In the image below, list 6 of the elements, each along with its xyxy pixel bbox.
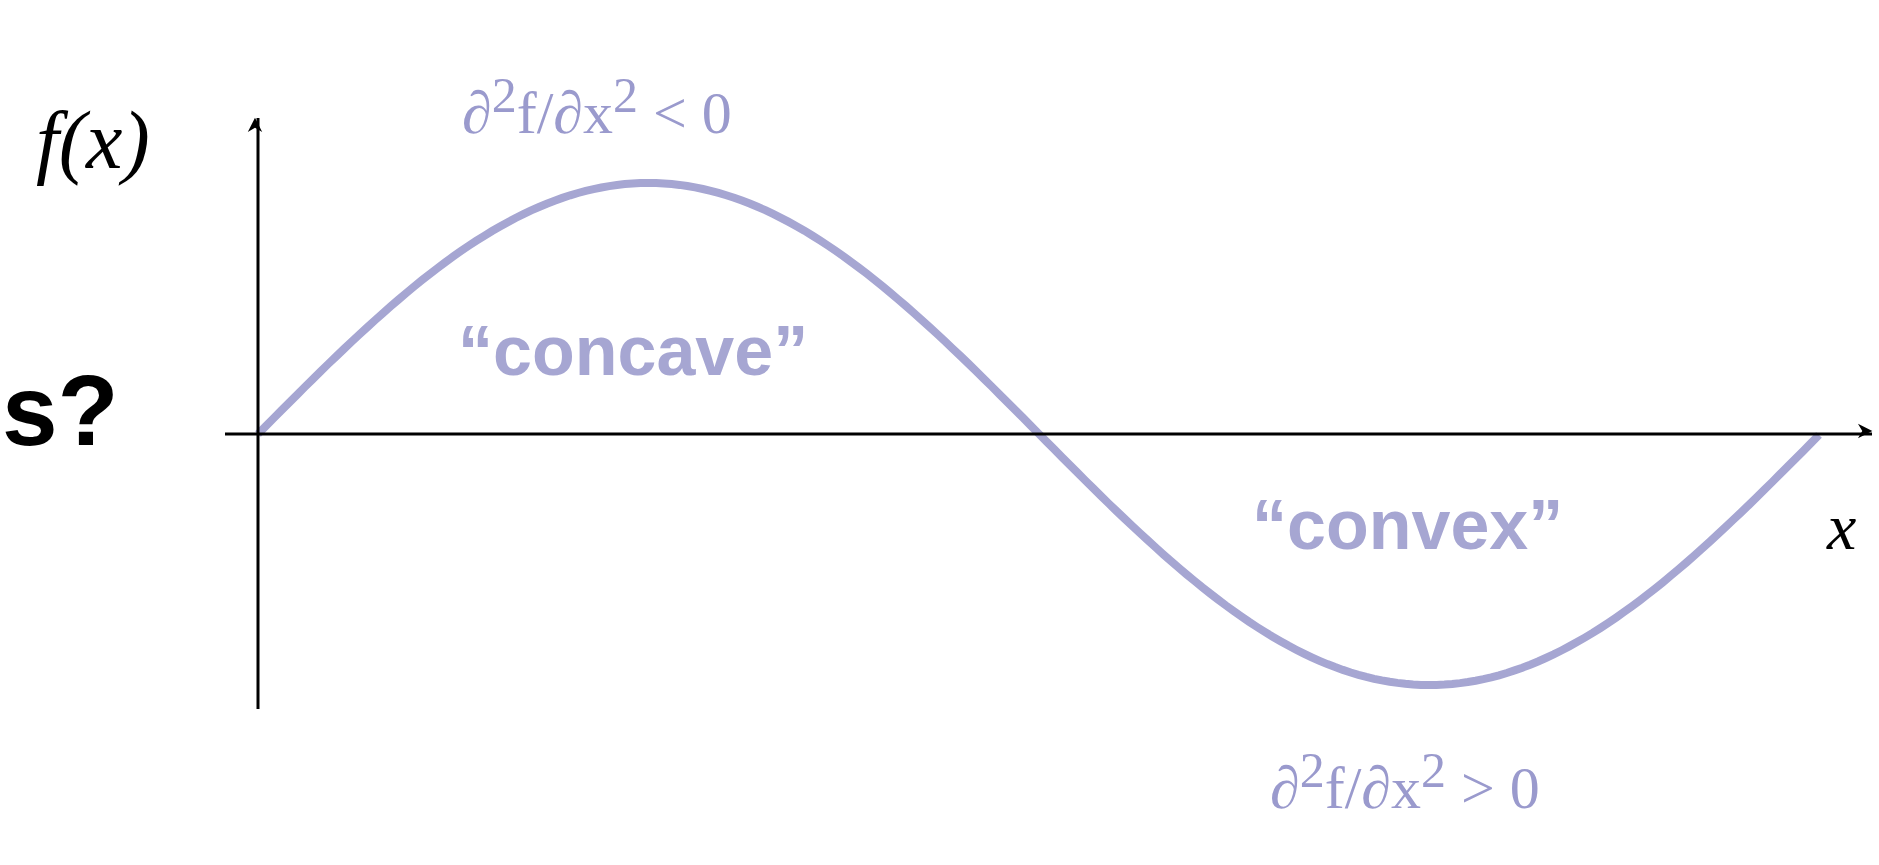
formula-label: ∂$^{2}$f/∂x$^{2}$ > 0 bbox=[1270, 745, 1540, 818]
axis-label: x bbox=[1827, 494, 1857, 560]
region-label: “concave” bbox=[458, 316, 809, 386]
region-label: “convex” bbox=[1252, 490, 1564, 560]
heading-fragment: s? bbox=[2, 360, 119, 460]
formula-label: ∂$^{2}$f/∂x$^{2}$ < 0 bbox=[462, 70, 732, 143]
